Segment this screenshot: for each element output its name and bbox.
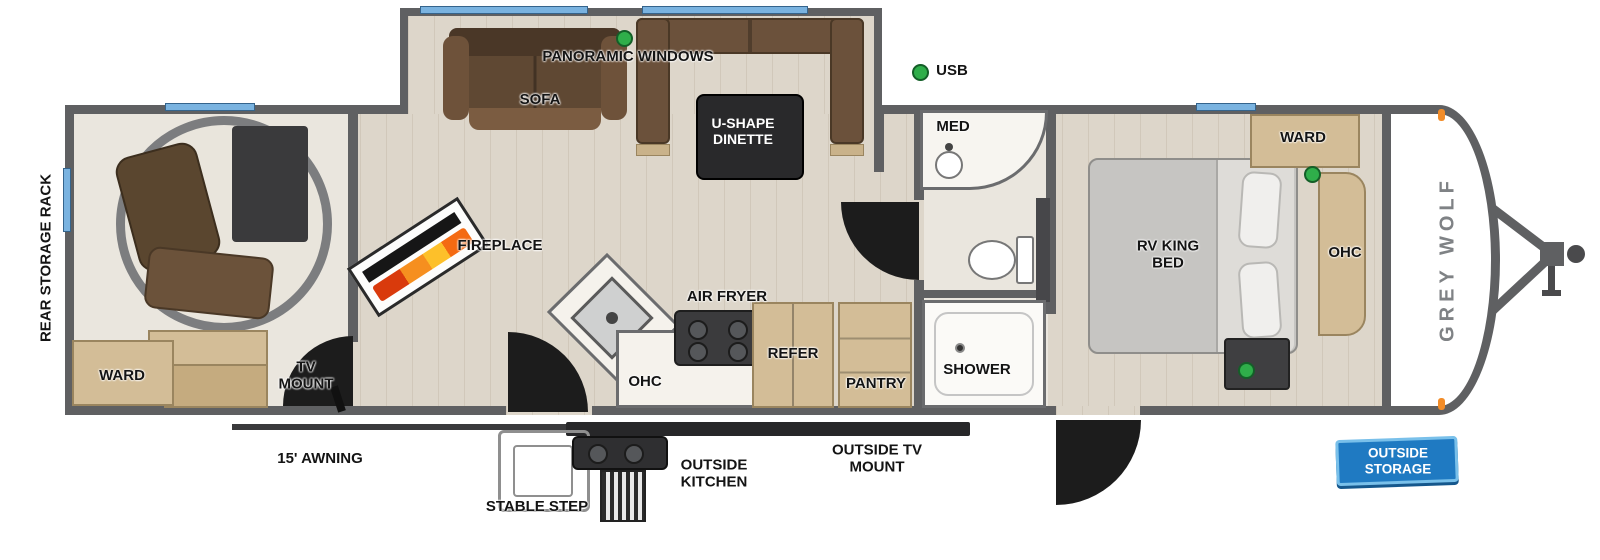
wall-bath-left-lower: [914, 280, 924, 406]
hitch-tongue: [1488, 201, 1585, 319]
wall-rear-room-upper: [348, 114, 358, 342]
stable-step-frame: [498, 430, 590, 512]
bedroom-ohc-cabinet: [1318, 172, 1366, 336]
sofa-label: SOFA: [519, 90, 561, 108]
outside-storage-label: OUTSIDE STORAGE: [1364, 445, 1432, 476]
outside-tv-mount-label: OUTSIDE TV MOUNT: [831, 441, 922, 475]
wall-bath-shower-divider: [924, 290, 1046, 298]
panoramic-windows-label: PANORAMIC WINDOWS: [542, 47, 714, 65]
usb-dot-legend: [912, 64, 929, 81]
shower-label: SHOWER: [943, 360, 1011, 378]
window-slide-left: [420, 6, 588, 14]
sofa-arm-right: [601, 36, 627, 120]
dinette-bench-left: [636, 18, 670, 144]
outside-kitchen-label: OUTSIDE KITCHEN: [680, 456, 748, 490]
entry-step-platform: [600, 470, 646, 522]
shower-pan: [934, 312, 1034, 396]
sink-drain: [606, 312, 618, 324]
rear-lounge-seat-2: [143, 245, 275, 321]
pillow-1: [1237, 170, 1283, 250]
shower-drain: [955, 343, 965, 353]
pantry-cabinet: [838, 302, 912, 408]
king-bed: [1088, 158, 1298, 354]
burner-3: [688, 342, 708, 362]
sofa-front: [469, 108, 601, 130]
burner-2: [728, 320, 748, 340]
wall-dinette-stub: [874, 114, 884, 172]
usb-dot-bedroom-foot: [1238, 362, 1255, 379]
bedroom-ward-label: WARD: [1280, 128, 1326, 146]
range-stove: [674, 310, 760, 366]
usb-dot-dinette: [616, 30, 633, 47]
med-label: MED: [936, 117, 970, 135]
king-bed-label: RV KING BED: [1136, 237, 1200, 271]
door-swing-living: [508, 332, 588, 412]
burner-1: [688, 320, 708, 340]
awning-label: 15' AWNING: [277, 449, 363, 467]
vanity-sink: [935, 151, 963, 179]
dinette-bench-right: [830, 18, 864, 144]
toilet-bowl: [968, 240, 1016, 280]
sofa-arm-left: [443, 36, 469, 120]
rear-lounge-cabinet: [232, 126, 308, 242]
usb-legend-label: USB: [936, 61, 968, 79]
kitchen-ohc-label: OHC: [628, 372, 662, 390]
refer-label: REFER: [767, 344, 819, 362]
dinette-trim-left: [636, 144, 670, 156]
fireplace-label: FIREPLACE: [457, 236, 543, 254]
sofa-seat: [469, 56, 601, 108]
dinette-label: U-SHAPE DINETTE: [711, 114, 775, 147]
griddle-burner-2: [624, 444, 644, 464]
air-fryer-label: AIR FRYER: [686, 287, 768, 305]
dinette: [634, 16, 866, 180]
rear-wardrobe: [72, 340, 174, 406]
door-swing-entry: [1056, 420, 1141, 505]
stable-step-label: STABLE STEP: [485, 497, 589, 515]
window-rear-wall: [63, 168, 71, 232]
rear-ward-label: WARD: [99, 366, 145, 384]
window-slide-right: [642, 6, 808, 14]
toilet-tank: [1016, 236, 1034, 284]
wall-bath-left-upper: [914, 114, 924, 200]
bedroom-nightstand: [1224, 338, 1290, 390]
pillow-2: [1237, 260, 1283, 340]
outside-kitchen-griddle: [572, 436, 668, 470]
tv-bracket: [330, 385, 346, 413]
pantry-label: PANTRY: [846, 374, 906, 392]
outside-tv-rail: [566, 422, 970, 436]
stable-step-inner: [513, 445, 573, 497]
sofa: [443, 28, 627, 134]
vanity-faucet: [945, 143, 953, 151]
rear-storage-rack-label: REAR STORAGE RACK: [37, 173, 55, 343]
usb-dot-bedroom-head: [1304, 166, 1321, 183]
window-rear-top: [165, 103, 255, 111]
bath-linen-cabinet: [1036, 198, 1050, 302]
window-bedroom-top: [1196, 103, 1256, 111]
griddle-burner-1: [588, 444, 608, 464]
bedroom-ohc-label: OHC: [1328, 243, 1362, 261]
burner-4: [728, 342, 748, 362]
marker-light-bottom: [1438, 398, 1445, 410]
wall-bedroom-left: [1046, 114, 1056, 314]
awning-rail: [232, 424, 582, 430]
bedroom-wardrobe: [1250, 114, 1360, 168]
dinette-trim-right: [830, 144, 864, 156]
shower: [922, 300, 1046, 408]
rear-step-2: [164, 364, 268, 408]
door-swing-bath: [841, 202, 919, 280]
dinette-bench-top: [636, 18, 864, 54]
dinette-table: [696, 94, 804, 180]
refrigerator: [752, 302, 834, 408]
sofa-back: [449, 28, 621, 56]
door-gap-entry: [1056, 406, 1140, 415]
tv-mount-label: TV MOUNT: [278, 358, 334, 392]
marker-light-top: [1438, 109, 1445, 121]
